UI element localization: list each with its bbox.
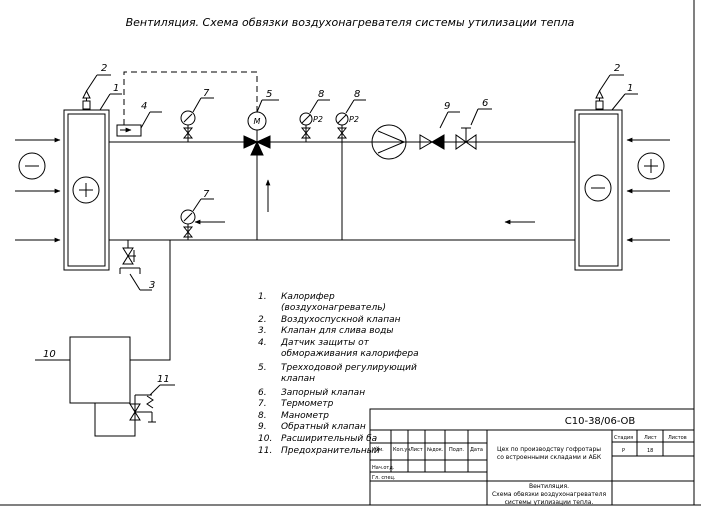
frost-sensor bbox=[116, 111, 162, 137]
expansion-tank bbox=[69, 336, 131, 404]
titleblock-role-head: Нач.отд. bbox=[372, 465, 395, 471]
manometer-2-label: P2 bbox=[349, 115, 359, 124]
legend-text: Обратный клапан bbox=[281, 422, 366, 432]
safety-valve bbox=[129, 384, 175, 423]
legend-text: клапан bbox=[281, 374, 315, 384]
control-signal-line bbox=[123, 71, 258, 125]
callout-8-b: 8 bbox=[354, 89, 360, 100]
callout-11: 11 bbox=[157, 374, 170, 385]
legend-num: 2. bbox=[258, 315, 267, 325]
air-flow-arrows-left bbox=[15, 137, 61, 243]
drawing-code: С10-38/06-ОВ bbox=[565, 416, 636, 427]
legend-text: Расширительный ба bbox=[281, 434, 377, 444]
circulation-pump bbox=[371, 124, 407, 160]
callout-7-bottom: 7 bbox=[203, 189, 210, 200]
legend: 1. Калорифер (воздухонагреватель) 2. Воз… bbox=[258, 292, 419, 456]
callout-8-a: 8 bbox=[318, 89, 324, 100]
callout-6: 6 bbox=[482, 98, 488, 109]
titleblock-col-count: Кол.уч bbox=[393, 447, 410, 453]
callout-5: 5 bbox=[266, 89, 272, 100]
legend-num: 6. bbox=[258, 388, 267, 398]
legend-num: 7. bbox=[258, 399, 267, 409]
leader-1-left bbox=[99, 93, 111, 111]
callout-2-right: 2 bbox=[614, 63, 620, 74]
legend-text: (воздухонагреватель) bbox=[281, 303, 386, 313]
titleblock-desc-line1: Вентиляция. bbox=[529, 483, 569, 490]
air-flow-arrows-right bbox=[626, 137, 670, 243]
legend-num: 5. bbox=[258, 363, 267, 373]
legend-num: 11. bbox=[258, 446, 272, 456]
callout-9: 9 bbox=[444, 101, 450, 112]
supply-air-indicator-right bbox=[637, 152, 665, 180]
title-block-frame bbox=[369, 408, 695, 506]
legend-text: Трехходовой регулирующий bbox=[281, 363, 417, 373]
drain-valve bbox=[119, 240, 152, 291]
titleblock-col-docno: №док. bbox=[427, 447, 444, 453]
titleblock-sheet-header: Лист bbox=[644, 435, 657, 441]
manometer-1-label: P2 bbox=[313, 115, 323, 124]
titleblock-org-line1: Цех по производству гофротары bbox=[497, 446, 601, 453]
air-vent-valve-right bbox=[595, 74, 624, 110]
titleblock-col-sign: Подп. bbox=[449, 447, 465, 453]
check-valve bbox=[419, 111, 460, 150]
thermometer-return bbox=[180, 198, 214, 240]
heater-right bbox=[574, 109, 623, 271]
legend-text: Воздухоспускной клапан bbox=[281, 315, 401, 325]
titleblock-sheet-value: 18 bbox=[647, 448, 653, 454]
motor-symbol-label: M bbox=[254, 117, 261, 126]
callout-1-right: 1 bbox=[627, 83, 633, 94]
legend-text: Предохранительный bbox=[281, 446, 380, 456]
legend-text: Манометр bbox=[281, 411, 329, 421]
titleblock-org-line2: со встроенными складами и АБК bbox=[497, 454, 602, 461]
manometer-2 bbox=[335, 99, 366, 142]
leader-1-right bbox=[611, 93, 626, 111]
tank-outlet-pipe bbox=[94, 402, 136, 437]
titleblock-desc-line2: Схема обвязки воздухонагревателя bbox=[492, 491, 606, 498]
outdoor-air-indicator-left bbox=[18, 152, 46, 180]
titleblock-role-chief: Гл. спец. bbox=[372, 475, 396, 481]
callout-4: 4 bbox=[141, 101, 147, 112]
titleblock-stage-header: Стадия bbox=[614, 435, 633, 441]
legend-text: Запорный клапан bbox=[281, 388, 365, 398]
shutoff-valve bbox=[455, 108, 492, 150]
titleblock-col-date: Дата bbox=[470, 447, 483, 453]
titleblock-col-sheet: Лист bbox=[410, 447, 423, 453]
legend-num: 1. bbox=[258, 292, 267, 302]
legend-num: 10. bbox=[258, 434, 272, 444]
legend-text: обмораживания калорифера bbox=[281, 349, 419, 359]
legend-text: Клапан для слива воды bbox=[281, 326, 393, 336]
legend-text: Калорифер bbox=[281, 292, 335, 302]
heater-left bbox=[63, 109, 110, 271]
titleblock-desc-line3: системы утилизации тепла. bbox=[505, 499, 594, 506]
legend-text: Термометр bbox=[281, 399, 334, 409]
legend-num: 8. bbox=[258, 411, 267, 421]
legend-num: 3. bbox=[258, 326, 267, 336]
manometer-1 bbox=[299, 99, 330, 142]
thermometer-supply bbox=[180, 97, 214, 142]
callout-1-left: 1 bbox=[113, 83, 119, 94]
legend-num: 9. bbox=[258, 422, 267, 432]
legend-num: 4. bbox=[258, 338, 267, 348]
titleblock-stage-value: Р bbox=[622, 448, 625, 454]
titleblock-col-change: Изм. bbox=[372, 447, 384, 453]
callout-3: 3 bbox=[149, 280, 155, 291]
callout-7-top: 7 bbox=[203, 88, 210, 99]
expansion-line bbox=[130, 240, 171, 361]
callout-10: 10 bbox=[43, 349, 56, 360]
callout-2-left: 2 bbox=[101, 63, 107, 74]
air-vent-valve-left bbox=[82, 74, 111, 110]
drawing-title: Вентиляция. Схема обвязки воздухонагрева… bbox=[126, 16, 575, 29]
three-way-control-valve bbox=[243, 99, 279, 156]
titleblock-sheets-header: Листов bbox=[668, 435, 687, 441]
legend-text: Датчик защиты от bbox=[280, 338, 370, 348]
